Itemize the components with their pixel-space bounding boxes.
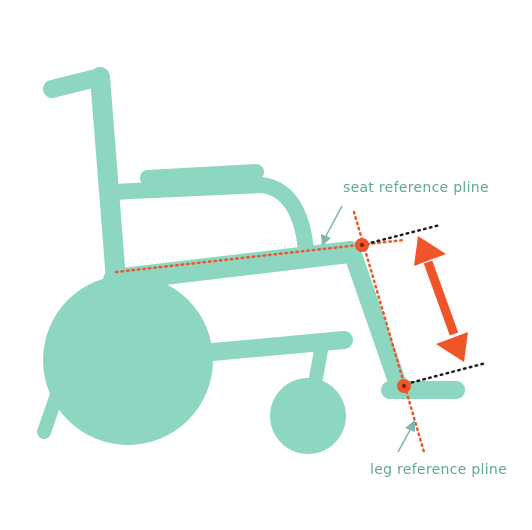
leg-callout-arrowhead — [405, 420, 415, 432]
leg-callout-line — [397, 429, 411, 453]
callout-pointers — [321, 205, 415, 453]
front-caster — [270, 378, 346, 454]
upper-extension-line — [364, 223, 442, 246]
armrest-pad — [140, 164, 264, 186]
seat — [103, 241, 361, 291]
seat-callout-arrowhead — [321, 234, 331, 246]
wheelchair-icon — [37, 67, 465, 454]
double-arrow-icon — [414, 236, 468, 362]
seat-reference-point — [355, 238, 369, 252]
extension-lines — [364, 223, 488, 386]
rear-wheel — [43, 275, 213, 445]
seat-callout-line — [325, 205, 343, 237]
leg-reference-label: leg reference pline — [370, 462, 507, 478]
leg-reference-line — [352, 210, 426, 454]
backrest-post — [90, 67, 126, 290]
leg-reference-point — [397, 379, 411, 393]
lower-extension-line — [404, 361, 488, 386]
leg-support — [343, 243, 409, 399]
armrest-frame — [104, 177, 314, 258]
reference-points — [355, 238, 411, 393]
seat-reference-label: seat reference pline — [343, 180, 489, 196]
